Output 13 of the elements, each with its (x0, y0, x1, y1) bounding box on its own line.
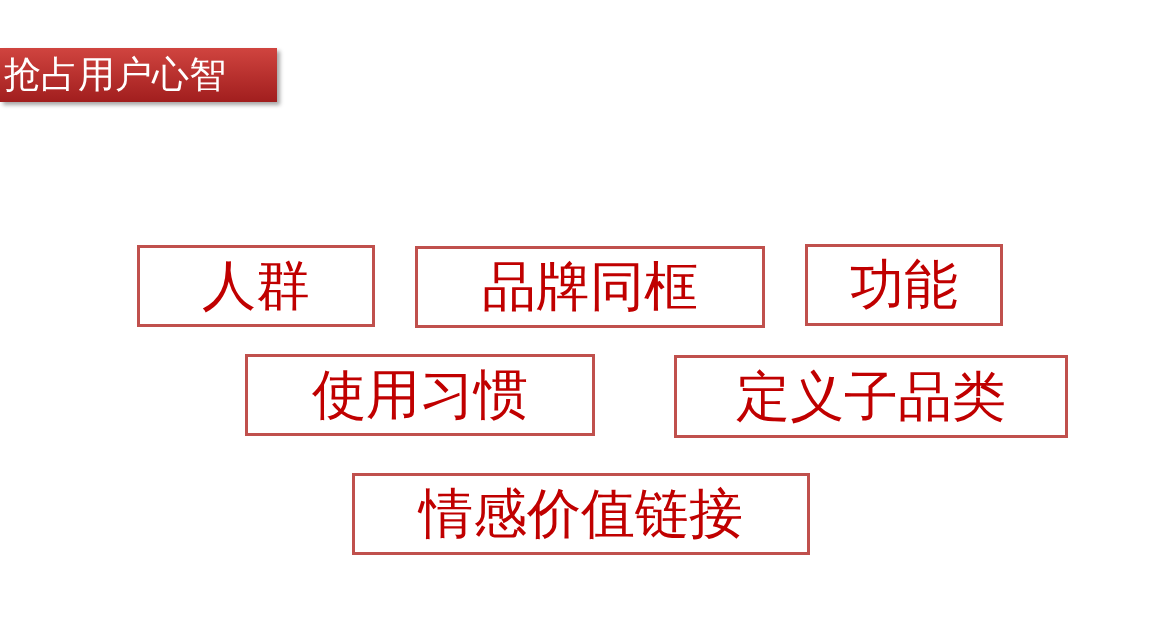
category-box (415, 246, 765, 328)
box-label: 使用习惯 (312, 368, 528, 422)
box-label: 人群 (202, 259, 310, 313)
box-label: 情感价值链接 (419, 487, 743, 541)
category-box (805, 244, 1003, 326)
category-box (245, 354, 595, 436)
title-banner: 抢占用户心智 (0, 48, 277, 102)
category-box (674, 355, 1068, 438)
box-label: 品牌同框 (482, 260, 698, 314)
box-label: 功能 (850, 258, 958, 312)
box-label: 定义子品类 (736, 369, 1006, 424)
category-box (137, 245, 375, 327)
category-box (352, 473, 810, 555)
